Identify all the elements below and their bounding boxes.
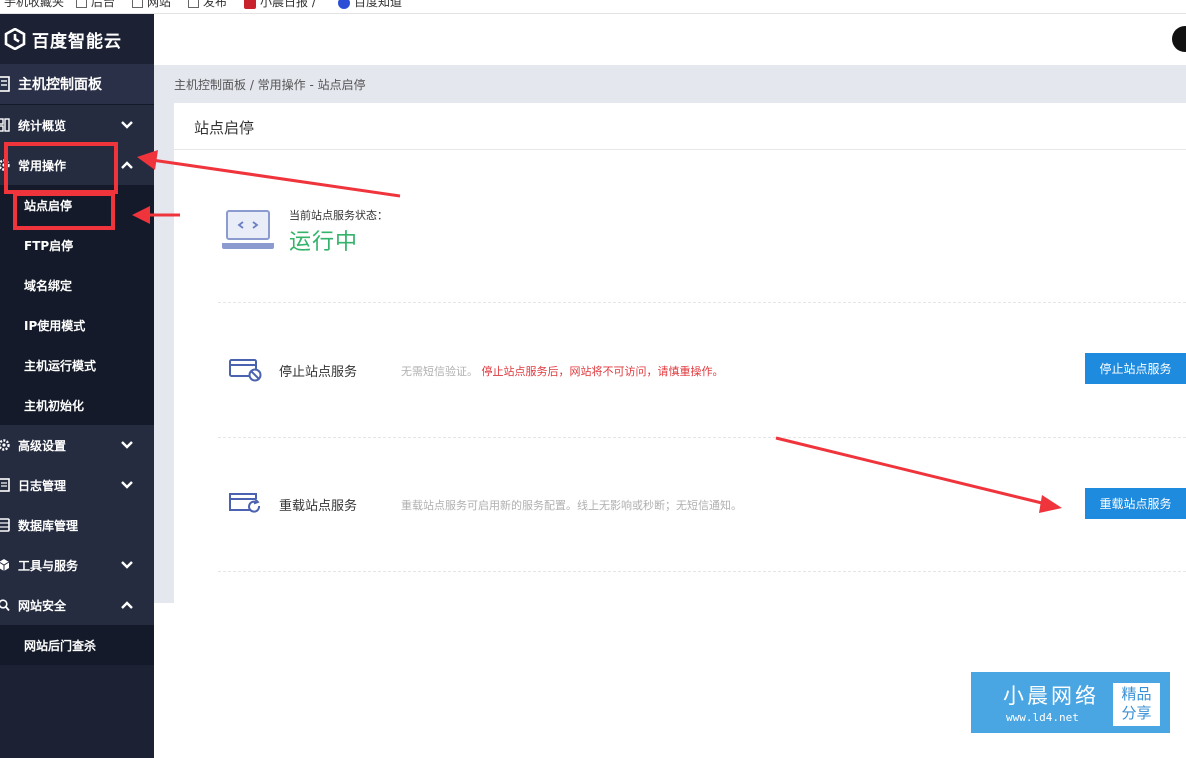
brand-logo[interactable]: 百度智能云 <box>0 14 154 64</box>
breadcrumb: 主机控制面板 / 常用操作 - 站点启停 <box>174 78 366 92</box>
sidebar: 百度智能云 主机控制面板 统计概览 常用操作 站点启停 FTP启停 域名绑定 I… <box>0 14 154 758</box>
annotation-highlight-box <box>4 142 118 194</box>
stop-service-button[interactable]: 停止站点服务 <box>1085 353 1186 384</box>
bookmark-label: 后台 <box>91 0 116 9</box>
sidebar-item-security[interactable]: 网站安全 <box>0 585 154 625</box>
desc-note: 无需短信验证。 <box>401 365 478 378</box>
sidebar-item-label: 日志管理 <box>18 478 67 493</box>
baidu-paw-icon <box>338 0 350 9</box>
status-badge: 运行中 <box>289 230 359 255</box>
sidebar-subitem-ftp-toggle[interactable]: FTP启停 <box>24 238 74 253</box>
baidu-cloud-logo-icon <box>4 28 26 50</box>
database-icon <box>0 518 10 532</box>
browser-bookmarks-bar: 手机收藏夹 后台 网站 发布 小晨日报 / 百度知道 <box>0 0 1186 14</box>
sidebar-subitem-host-init[interactable]: 主机初始化 <box>24 398 85 413</box>
reload-service-desc: 重载站点服务可启用新的服务配置。线上无影响或秒断；无短信通知。 <box>401 499 742 512</box>
chevron-down-icon <box>121 561 133 569</box>
shield-search-icon <box>0 599 10 612</box>
watermark-badge: 精品 分享 <box>1113 683 1160 726</box>
chevron-up-icon <box>121 161 133 169</box>
sidebar-item-advanced[interactable]: 高级设置 <box>0 425 154 465</box>
checkbox-icon <box>76 0 87 8</box>
avatar[interactable] <box>1172 26 1186 52</box>
site-toggle-panel: 站点启停 当前站点服务状态： 运行中 停止站点服务 无需短信验证。 停止站点服务… <box>174 103 1186 758</box>
divider <box>218 437 1186 438</box>
watermark-url: www.ld4.net <box>1006 711 1079 724</box>
page-title: 站点启停 <box>194 119 255 137</box>
server-icon <box>0 76 10 92</box>
dashboard-icon <box>0 118 10 132</box>
bookmark-item[interactable]: 后台 <box>76 0 115 10</box>
sidebar-item-label: 统计概览 <box>18 118 67 133</box>
sidebar-submenu-security: 网站后门查杀 <box>0 625 154 665</box>
stop-service-title: 停止站点服务 <box>279 365 358 380</box>
sidebar-subitem-backdoor-scan[interactable]: 网站后门查杀 <box>24 638 97 653</box>
watermark-badge-line: 分享 <box>1121 704 1152 722</box>
bookmark-label: 百度知道 <box>354 0 403 9</box>
stop-site-icon <box>229 359 262 382</box>
brand-name: 百度智能云 <box>32 31 122 52</box>
sidebar-item-label: 工具与服务 <box>18 558 79 573</box>
sidebar-subitem-ip-mode[interactable]: IP使用模式 <box>24 318 86 333</box>
sidebar-subitem-run-mode[interactable]: 主机运行模式 <box>24 358 97 373</box>
content-gutter <box>154 103 174 603</box>
desc-warning: 停止站点服务后，网站将不可访问，请慎重操作。 <box>481 365 724 378</box>
laptop-icon <box>222 210 274 249</box>
sidebar-subitem-site-toggle[interactable]: 站点启停 <box>24 198 73 213</box>
chevron-up-icon <box>121 601 133 609</box>
divider <box>174 149 1186 150</box>
watermark-title: 小晨网络 <box>1003 684 1099 708</box>
status-label: 当前站点服务状态： <box>289 209 388 222</box>
chevron-down-icon <box>121 441 133 449</box>
log-icon <box>0 478 10 492</box>
sidebar-subitem-domain-binding[interactable]: 域名绑定 <box>24 278 73 293</box>
gear-icon <box>0 439 10 451</box>
checkbox-icon <box>188 0 199 8</box>
sidebar-submenu-common-ops: 站点启停 FTP启停 域名绑定 IP使用模式 主机运行模式 主机初始化 <box>0 185 154 425</box>
bookmark-favicon <box>244 0 256 9</box>
sidebar-item-common-ops[interactable]: 常用操作 <box>0 145 154 185</box>
chevron-down-icon <box>121 121 133 129</box>
reload-site-icon <box>229 493 261 513</box>
bookmark-label: 网站 <box>147 0 172 9</box>
divider <box>218 302 1186 303</box>
watermark-logo: 小晨网络 www.ld4.net 精品 分享 <box>971 672 1170 733</box>
sidebar-item-host-panel[interactable]: 主机控制面板 <box>0 64 154 105</box>
sidebar-item-overview[interactable]: 统计概览 <box>0 105 154 145</box>
bookmark-item[interactable]: 手机收藏夹 <box>4 0 65 9</box>
bookmark-label: 发布 <box>203 0 228 9</box>
divider <box>218 571 1186 572</box>
sidebar-item-label: 数据库管理 <box>18 518 79 533</box>
annotation-highlight-box <box>13 192 115 230</box>
sidebar-item-label: 高级设置 <box>18 438 67 453</box>
chevron-down-icon <box>121 481 133 489</box>
top-header <box>154 14 1186 65</box>
sidebar-item-database[interactable]: 数据库管理 <box>0 505 154 545</box>
breadcrumb-bar: 主机控制面板 / 常用操作 - 站点启停 <box>154 65 1186 103</box>
bookmark-item[interactable]: 发布 <box>188 0 227 10</box>
sidebar-item-label: 网站安全 <box>18 598 67 613</box>
bookmark-item[interactable]: 网站 <box>132 0 171 10</box>
checkbox-icon <box>132 0 143 8</box>
reload-service-title: 重载站点服务 <box>279 499 358 514</box>
bookmark-label: 小晨日报 / <box>260 0 316 9</box>
watermark-badge-line: 精品 <box>1121 685 1152 703</box>
sidebar-item-label: 主机控制面板 <box>18 77 102 93</box>
stop-service-desc: 无需短信验证。 停止站点服务后，网站将不可访问，请慎重操作。 <box>401 363 724 379</box>
bookmark-item[interactable]: 小晨日报 / <box>244 0 316 10</box>
sidebar-item-label: 常用操作 <box>18 158 67 173</box>
bookmark-item[interactable]: 百度知道 <box>338 0 402 10</box>
sidebar-item-logs[interactable]: 日志管理 <box>0 465 154 505</box>
box-icon <box>0 559 10 571</box>
reload-service-button[interactable]: 重载站点服务 <box>1085 488 1186 519</box>
sidebar-item-tools[interactable]: 工具与服务 <box>0 545 154 585</box>
